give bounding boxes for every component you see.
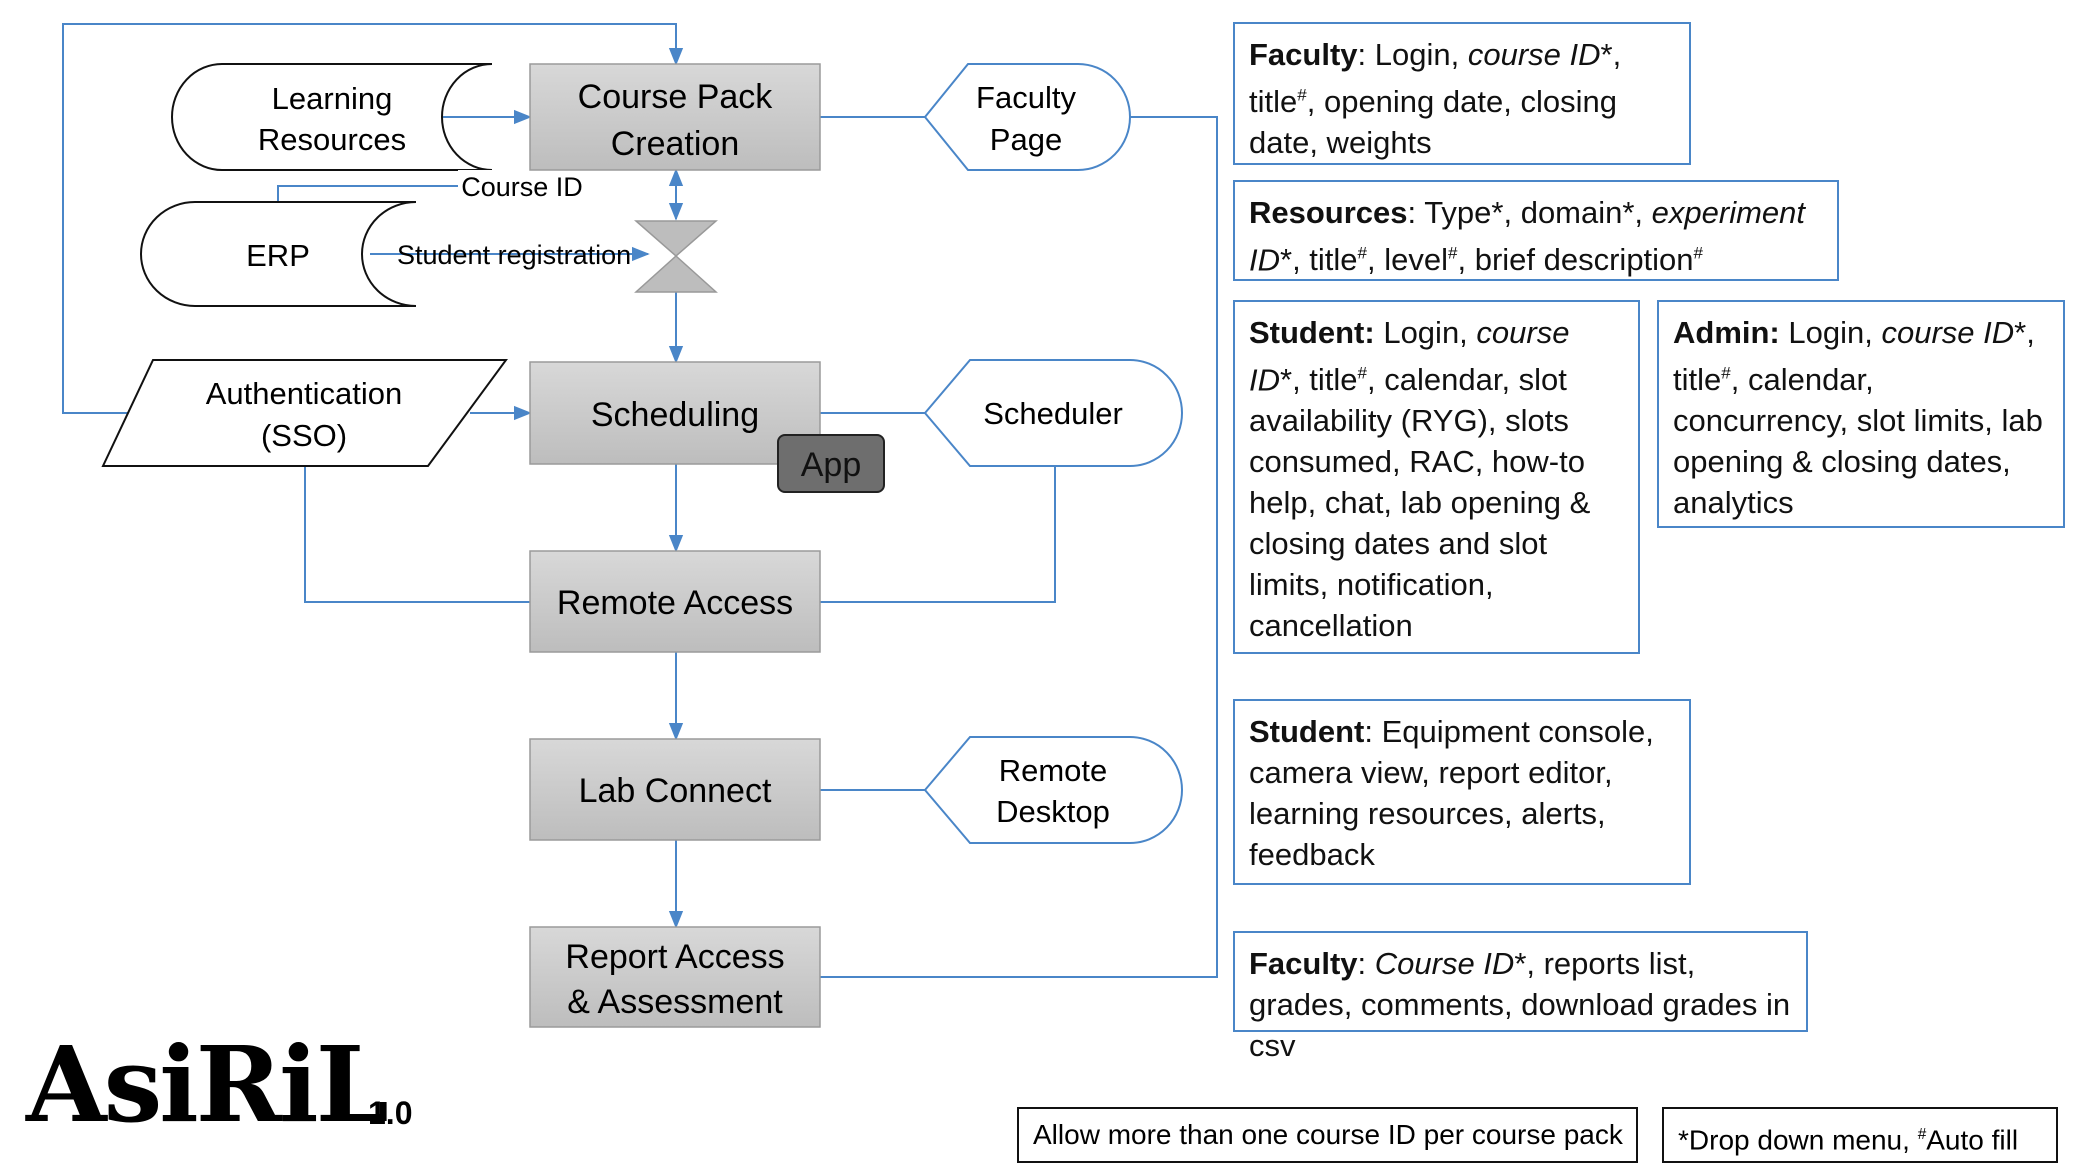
learning-resources-label-1: Learning	[272, 81, 393, 116]
role-label: Student:	[1249, 315, 1375, 350]
legend-note: *Drop down menu, #Auto fill	[1662, 1107, 2058, 1163]
erp-label: ERP	[246, 238, 310, 273]
faculty-page-label-1: Faculty	[976, 80, 1076, 115]
scheduling-label: Scheduling	[591, 396, 759, 434]
faculty-page-label-2: Page	[990, 122, 1062, 157]
admin-features-box: Admin: Login, course ID*, title#, calend…	[1657, 300, 2065, 528]
authentication-label-1: Authentication	[206, 376, 402, 411]
auto-fill-mark: #	[1693, 244, 1704, 263]
remote-access-process: Remote Access	[529, 550, 821, 653]
merge-symbol	[634, 220, 718, 293]
feature-text: *, title#, opening date, closing date, w…	[1249, 37, 1622, 161]
resources-features-box: Resources: Type*, domain*, experiment ID…	[1233, 180, 1839, 281]
auth-to-course-pack-connector	[62, 23, 684, 414]
auto-fill-mark: #	[1357, 364, 1368, 383]
report-label-1: Report Access	[565, 938, 784, 976]
report-assessment-process: Report Access & Assessment	[529, 926, 821, 1028]
remote-desktop-display: Remote Desktop	[923, 736, 1183, 844]
lab-connect-process: Lab Connect	[529, 738, 821, 841]
course-pack-label-2: Creation	[611, 125, 740, 163]
course-pack-creation-process: Course Pack Creation	[529, 63, 821, 171]
authentication-input: Authentication (SSO)	[101, 359, 508, 467]
faculty-page-display: Faculty Page	[923, 63, 1131, 171]
remote-desktop-label-2: Desktop	[996, 794, 1110, 829]
authentication-label-2: (SSO)	[261, 418, 347, 453]
role-label: Resources	[1249, 195, 1408, 230]
remote-desktop-label-1: Remote	[999, 753, 1108, 788]
auth-to-remote-connector	[304, 466, 530, 603]
app-badge: App	[777, 434, 885, 493]
auto-fill-mark: #	[1297, 86, 1307, 105]
feature-text: *, title#, calendar, concurrency, slot l…	[1673, 315, 2043, 521]
role-label: Faculty	[1249, 946, 1358, 981]
auto-fill-mark: #	[1448, 244, 1458, 263]
lab-connect-label: Lab Connect	[579, 772, 772, 810]
faculty-page-to-report-connector	[820, 116, 1218, 978]
auto-fill-mark: #	[1917, 1126, 1927, 1143]
erp-store: ERP	[140, 201, 417, 307]
auto-fill-mark: #	[1721, 364, 1731, 383]
feature-text: *, reports list, grades, comments, downl…	[1249, 946, 1791, 1063]
auto-fill-mark: #	[1357, 244, 1368, 263]
emphasis-text: course ID	[1881, 315, 2015, 350]
feature-text: *, title#, level#, brief description#	[1280, 242, 1704, 278]
faculty-report-features-box: Faculty: Course ID*, reports list, grade…	[1233, 931, 1808, 1063]
student-lab-features-box: Student: Equipment console, camera view,…	[1233, 699, 1691, 885]
role-label: Faculty	[1249, 37, 1358, 72]
learning-resources-store: Learning Resources	[171, 63, 493, 171]
role-label: Admin:	[1673, 315, 1780, 350]
student-scheduling-features-box: Student: Login, course ID*, title#, cale…	[1233, 300, 1640, 654]
report-label-2: & Assessment	[567, 983, 783, 1021]
scheduler-display: Scheduler	[923, 359, 1183, 467]
learning-resources-label-2: Resources	[258, 122, 406, 157]
scheduler-to-remote-connector	[820, 466, 1056, 603]
asiril-logo: AsiRiL	[26, 1023, 389, 1146]
connector-lines	[62, 23, 1218, 978]
scheduler-label: Scheduler	[983, 396, 1123, 431]
emphasis-text: course ID	[1467, 37, 1601, 72]
emphasis-text: experiment ID	[1249, 195, 1806, 278]
course-pack-label-1: Course Pack	[578, 78, 774, 116]
version-label: 1.0	[368, 1095, 413, 1131]
feature-text: Equipment console, camera view, report e…	[1249, 714, 1654, 872]
role-label: Student	[1249, 714, 1365, 749]
remote-access-label: Remote Access	[557, 584, 793, 622]
emphasis-text: course ID	[1249, 315, 1570, 398]
course-id-note: Allow more than one course ID per course…	[1017, 1107, 1638, 1163]
feature-text: *, title#, calendar, slot availability (…	[1249, 362, 1591, 644]
course-id-edge-label: Course ID	[461, 172, 583, 202]
emphasis-text: Course ID	[1374, 946, 1515, 981]
student-registration-edge-label: Student registration	[397, 240, 631, 270]
app-label: App	[801, 446, 862, 484]
faculty-course-features-box: Faculty: Login, course ID*, title#, open…	[1233, 22, 1691, 165]
scheduling-process: Scheduling	[529, 361, 821, 465]
